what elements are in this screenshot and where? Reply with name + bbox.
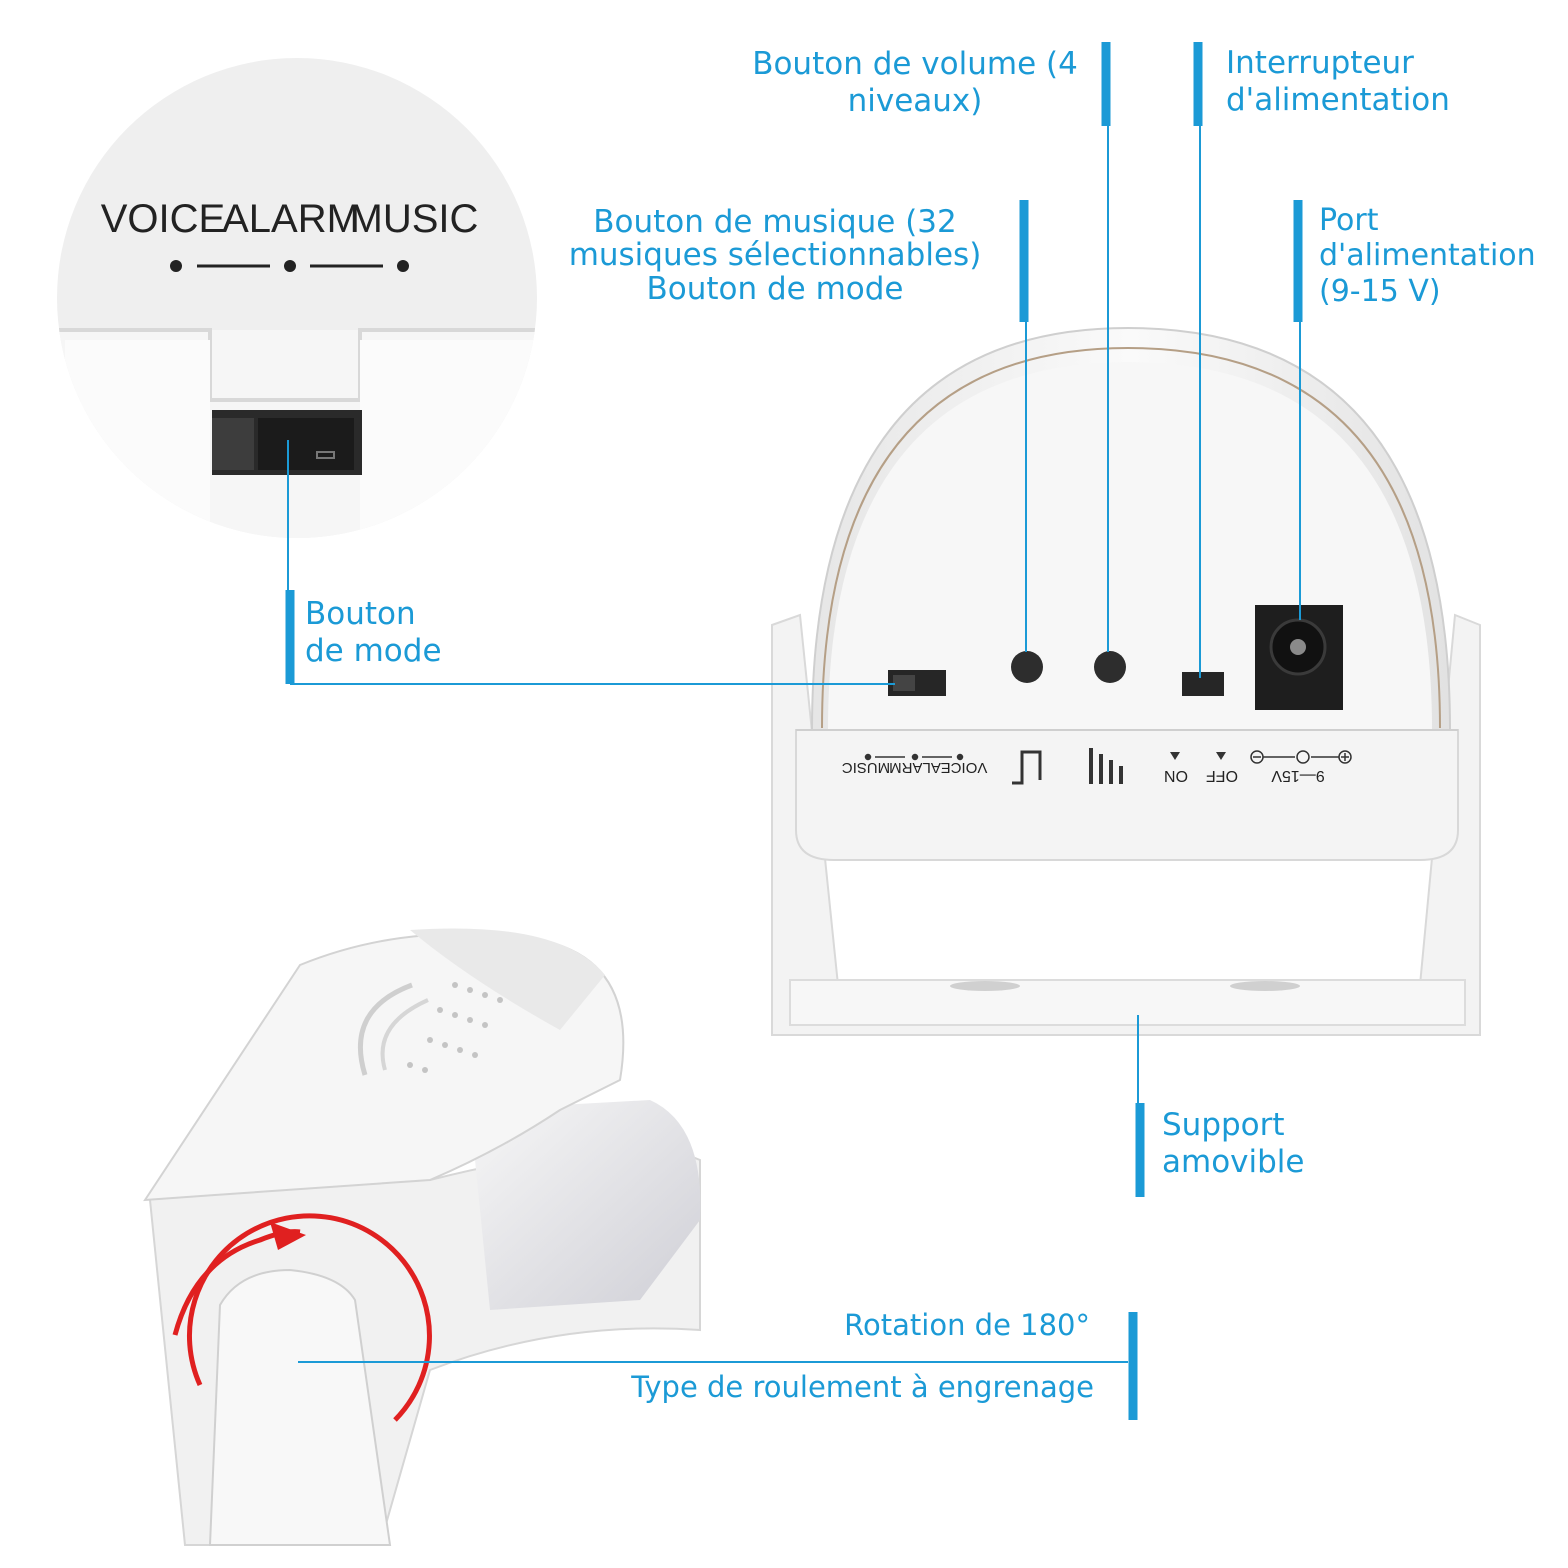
volume-label-line-2: niveaux) bbox=[847, 82, 983, 119]
panel-printing: VOICE ALARM MUSIC ON OFF bbox=[842, 748, 1352, 785]
mode-label-line-1: Bouton bbox=[305, 596, 416, 632]
music-label-line-1: Bouton de musique (32 bbox=[593, 204, 957, 240]
zoom-mode-label-alarm: ALARM bbox=[222, 197, 360, 241]
panel-mode-label-alarm: ALARM bbox=[889, 759, 941, 776]
power-port-label-line-3: (9-15 V) bbox=[1319, 273, 1441, 309]
panel-mode-label-voice: VOICE bbox=[941, 759, 988, 776]
power-switch-label-line-1: Interrupteur bbox=[1226, 45, 1414, 81]
support-label-line-1: Support bbox=[1162, 1107, 1285, 1143]
power-port bbox=[1255, 605, 1343, 710]
speaker-grille-icon bbox=[407, 982, 503, 1073]
support-label-line-2: amovible bbox=[1162, 1143, 1305, 1180]
panel-off-label: OFF bbox=[1206, 767, 1238, 784]
bearing-label: Type de roulement à engrenage bbox=[631, 1370, 1094, 1404]
music-label-line-3: Bouton de mode bbox=[646, 270, 904, 307]
mode-label-line-2: de mode bbox=[305, 632, 442, 669]
music-button bbox=[1011, 651, 1043, 683]
power-port-label-line-1: Port bbox=[1319, 203, 1379, 238]
panel-mode-label-music: MUSIC bbox=[842, 759, 891, 776]
panel-voltage-label: 9—15V bbox=[1271, 767, 1325, 784]
receiver-device: VOICE ALARM MUSIC ON OFF bbox=[771, 326, 1481, 1036]
support-label: Support amovible bbox=[1162, 1107, 1304, 1180]
mode-button-label: Bouton de mode bbox=[305, 596, 442, 669]
music-button-label: Bouton de musique (32 musiques sélection… bbox=[558, 204, 992, 307]
power-port-label: Port d'alimentation (9-15 V) bbox=[1319, 203, 1536, 309]
volume-button-label: Bouton de volume (4 niveaux) bbox=[745, 46, 1085, 119]
power-switch bbox=[1182, 672, 1224, 696]
power-switch-label: Interrupteur d'alimentation bbox=[1226, 45, 1450, 118]
music-label-line-2: musiques sélectionnables) bbox=[568, 237, 982, 274]
zoom-mode-dots bbox=[170, 260, 409, 272]
zoom-mode-label-voice: VOICE bbox=[101, 197, 225, 241]
callout-lines bbox=[285, 42, 1303, 1420]
zoom-circle: VOICE ALARM MUSIC bbox=[57, 58, 537, 538]
panel-on-label: ON bbox=[1164, 767, 1188, 784]
rotation-arrow-icon bbox=[172, 1213, 432, 1422]
polarity-icon bbox=[1250, 750, 1352, 764]
power-switch-label-line-2: d'alimentation bbox=[1226, 81, 1450, 118]
music-note-icon bbox=[1012, 750, 1042, 785]
volume-label-line-1: Bouton de volume (4 bbox=[752, 46, 1078, 82]
zoom-mode-label-music: MUSIC bbox=[350, 197, 479, 241]
rotation-label: Rotation de 180° bbox=[844, 1308, 1090, 1342]
pir-sensor bbox=[143, 928, 701, 1546]
power-port-label-line-2: d'alimentation bbox=[1319, 238, 1536, 274]
volume-bars-icon bbox=[1089, 748, 1123, 784]
volume-button bbox=[1094, 651, 1126, 683]
